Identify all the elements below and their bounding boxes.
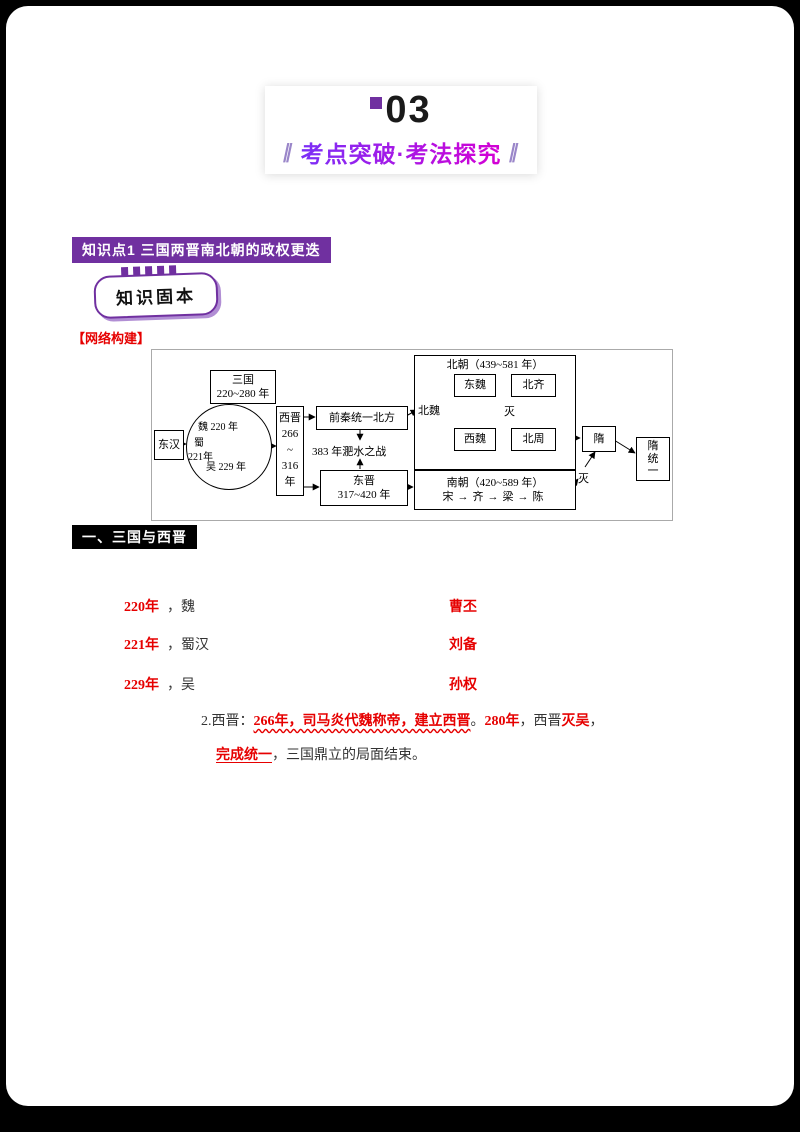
node-beizhou: 北周: [511, 428, 556, 451]
node-title: 南朝（420~589 年）: [446, 476, 544, 489]
section1-label: 一、三国与西晋: [72, 525, 197, 549]
node-nanchao: 南朝（420~589 年） 宋→齐→梁→陈: [414, 470, 576, 510]
answer-underlined: 完成统一: [216, 748, 272, 763]
document-page: 03 ∥ 考点突破·考法探究 ∥ 知识点1 三国两晋南北朝的政权更迭 知识固本 …: [6, 6, 794, 1106]
flag-icon: [144, 266, 153, 276]
founder-name: 曹丕: [449, 600, 477, 615]
node-beiqi: 北齐: [511, 374, 556, 397]
node-title: 北朝（439~581 年）: [446, 359, 544, 371]
node-beiwei: 北魏: [418, 405, 440, 417]
node-label: 西魏: [464, 433, 486, 446]
network-construction-tag: 【网络构建】: [72, 331, 151, 346]
xijin-paragraph-line2: 完成统一，三国鼎立的局面结束。: [216, 744, 426, 764]
para-text: 。: [470, 714, 485, 729]
node-label: 隋: [647, 440, 659, 453]
node-sui: 隋: [582, 426, 616, 452]
state-name: ，蜀汉: [167, 638, 209, 653]
slash-right-icon: ∥: [507, 141, 522, 163]
para-text: ，三国鼎立的局面结束。: [272, 748, 426, 763]
node-label: 三国: [232, 373, 254, 386]
pie-shu-year: 221年: [188, 452, 213, 463]
pie-wu-label: 吴 229 年: [206, 462, 246, 473]
para-text: ，: [589, 714, 604, 729]
node-sui-unification: 隋 统 一: [636, 437, 670, 481]
year-value: 229年: [124, 678, 159, 693]
number-accent-square-icon: [370, 97, 383, 109]
feishui-battle-label: 383 年淝水之战: [312, 446, 387, 458]
node-xijin: 西晋 266 ~ 316 年: [276, 406, 304, 496]
three-kingdoms-pie: [186, 404, 272, 490]
flag-icons: [120, 265, 177, 277]
node-years: 266: [281, 428, 299, 441]
node-label: 北周: [522, 433, 545, 446]
state-name: ，魏: [167, 600, 195, 615]
answer-wavy: 266年，司马炎代魏称帝，建立西晋: [253, 714, 471, 729]
node-years: ~: [287, 444, 293, 457]
node-qianqin: 前秦统一北方: [316, 406, 408, 430]
flag-icon: [156, 265, 165, 275]
node-label: 一: [647, 465, 659, 478]
founder-name: 刘备: [449, 638, 477, 653]
node-label: 东汉: [158, 438, 180, 451]
pie-shu-label: 蜀: [194, 438, 204, 449]
para-text: ，西晋: [519, 714, 562, 729]
founder-name: 孙权: [449, 678, 477, 693]
flag-icon: [168, 265, 177, 275]
node-donghan: 东汉: [154, 430, 184, 460]
slash-left-icon: ∥: [280, 141, 295, 163]
node-label: 前秦统一北方: [329, 411, 395, 424]
dynasty-flowchart: 东汉 三国 220~280 年 魏 220 年 蜀 221年 吴 229 年 西…: [151, 349, 673, 521]
node-label: 北齐: [522, 379, 545, 392]
year-value: 220年: [124, 600, 159, 615]
node-years: 年: [284, 475, 296, 488]
section-title: ∥ 考点突破·考法探究 ∥: [275, 135, 527, 169]
node-sequence: 宋→齐→梁→陈: [442, 491, 548, 503]
node-years: 220~280 年: [216, 388, 270, 400]
knowledge-point-banner: 知识点1 三国两晋南北朝的政权更迭: [72, 237, 331, 263]
node-years: 317~420 年: [337, 489, 391, 501]
node-dongjin: 东晋 317~420 年: [320, 470, 408, 506]
node-label: 东晋: [353, 474, 375, 487]
stamp-label: 知识固本: [93, 271, 219, 320]
pie-wei-label: 魏 220 年: [198, 422, 238, 433]
timeline-row: 229年 ，吴 孙权: [124, 674, 477, 694]
year-value: 221年: [124, 638, 159, 653]
state-name: ，吴: [167, 678, 195, 693]
flag-icon: [120, 266, 129, 277]
timeline-row: 220年 ，魏 曹丕: [124, 596, 477, 616]
node-label: 西晋: [279, 412, 301, 425]
node-label: 隋: [593, 432, 605, 445]
para-prefix: 2.西晋：: [201, 714, 254, 729]
answer-year: 280年: [484, 714, 520, 729]
answer-event: 灭吴: [561, 714, 590, 729]
node-years: 316: [281, 459, 299, 472]
section-header-card: 03 ∥ 考点突破·考法探究 ∥: [265, 86, 537, 174]
node-label: 统: [647, 452, 659, 465]
section-number: 03: [370, 91, 431, 129]
flag-icon: [132, 266, 141, 276]
xijin-paragraph-line1: 2.西晋：266年，司马炎代魏称帝，建立西晋。280年，西晋灭吴，: [201, 710, 604, 730]
section-number-text: 03: [385, 89, 432, 131]
node-dongwei: 东魏: [454, 374, 496, 397]
timeline-row: 221年 ，蜀汉 刘备: [124, 634, 477, 654]
node-label: 东魏: [464, 379, 486, 392]
conquest-label: 灭: [504, 406, 515, 418]
stamp-knowledge-consolidation: 知识固本: [93, 265, 219, 320]
node-sanguo: 三国 220~280 年: [210, 370, 276, 404]
node-xiwei: 西魏: [454, 428, 496, 451]
section-title-text: 考点突破·考法探究: [301, 135, 502, 169]
conquest-label: 灭: [578, 473, 589, 485]
